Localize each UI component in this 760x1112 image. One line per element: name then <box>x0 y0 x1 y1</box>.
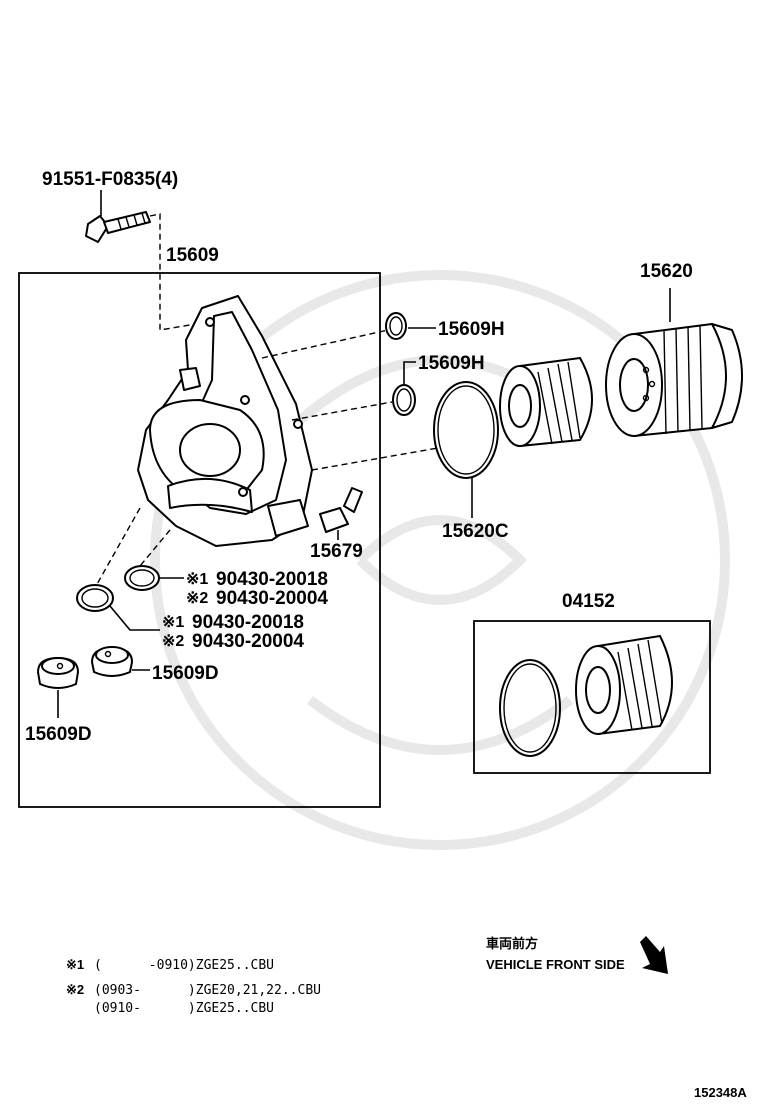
oring-15609h-top[interactable] <box>385 312 407 340</box>
note-1-mark: ※1 <box>66 957 84 972</box>
housing-part[interactable] <box>137 295 313 547</box>
diagonal-down-right-arrow-icon <box>640 936 668 974</box>
plug-15609d-right[interactable] <box>91 646 133 677</box>
label-plug-right: 15609D <box>152 663 219 684</box>
diagram-id: 152348A <box>694 1085 747 1100</box>
plug-15609d-left[interactable] <box>37 657 79 689</box>
marker-1-upper: ※1 <box>186 571 208 588</box>
note-2-line1: (0903- )ZGE20,21,22..CBU <box>94 983 321 998</box>
cap-15620[interactable] <box>605 323 743 437</box>
kit-gasket[interactable] <box>499 659 561 757</box>
label-seal-b-ref1: 90430-20018 <box>192 612 304 633</box>
marker-2-upper: ※2 <box>186 590 208 607</box>
bolt-part[interactable] <box>85 211 151 243</box>
label-housing: 15609 <box>166 245 219 266</box>
label-oring-mid: 15609H <box>418 353 485 374</box>
label-sensor: 15679 <box>310 541 363 562</box>
label-seal-a-ref2: 90430-20004 <box>216 588 328 609</box>
filter-kit-frame <box>473 620 711 774</box>
label-bolt: 91551-F0835(4) <box>42 169 178 190</box>
label-oring-top: 15609H <box>438 319 505 340</box>
direction-jp: 車両前方 <box>486 936 538 951</box>
note-2-line2: (0910- )ZGE25..CBU <box>94 1001 274 1016</box>
gasket-15620c[interactable] <box>433 381 499 479</box>
direction-en: VEHICLE FRONT SIDE <box>486 957 625 972</box>
label-gasket: 15620C <box>442 521 509 542</box>
label-filter-kit: 04152 <box>562 591 615 612</box>
label-seal-b-ref2: 90430-20004 <box>192 631 304 652</box>
marker-1-lower: ※1 <box>162 614 184 631</box>
housing-frame <box>18 272 381 808</box>
label-seal-a-ref1: 90430-20018 <box>216 569 328 590</box>
marker-2-lower: ※2 <box>162 633 184 650</box>
note-2-mark: ※2 <box>66 982 84 997</box>
sensor-15679[interactable] <box>319 487 363 533</box>
note-1-text: ( -0910)ZGE25..CBU <box>94 958 274 973</box>
kit-filter-element[interactable] <box>575 635 673 735</box>
label-cap: 15620 <box>640 261 693 282</box>
filter-element-top[interactable] <box>499 357 593 447</box>
label-plug-left: 15609D <box>25 724 92 745</box>
